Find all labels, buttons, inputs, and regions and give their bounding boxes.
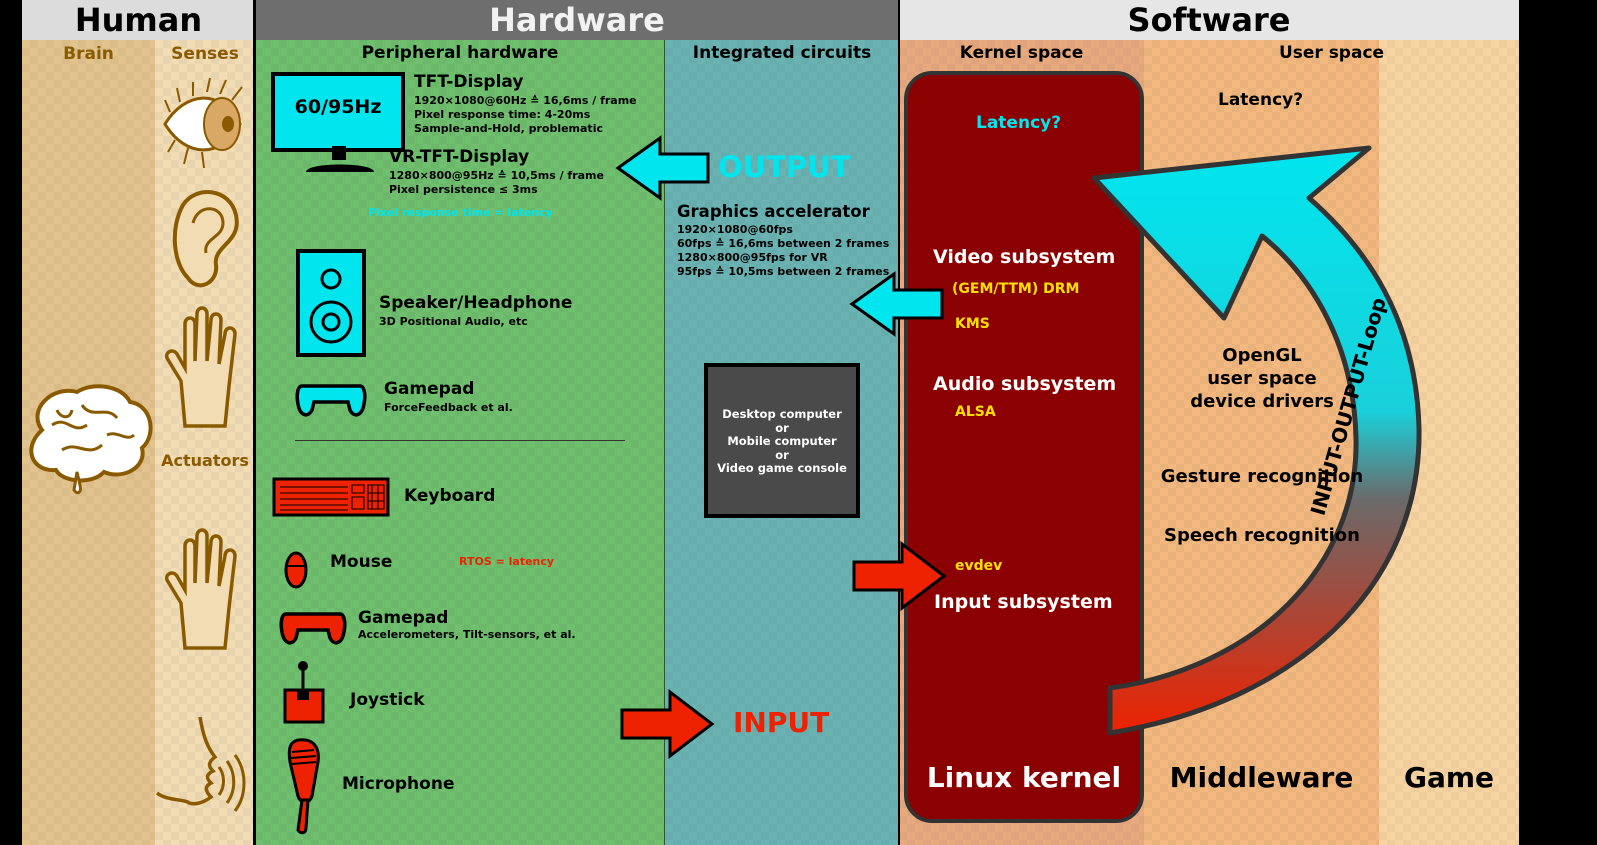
opengl-line-1: OpenGL: [1222, 345, 1302, 366]
human-hardware-divider: [253, 0, 256, 845]
vr-line-1: 1280×800@95Hz ≙ 10,5ms / frame: [389, 169, 604, 182]
speaker-desc: 3D Positional Audio, etc: [379, 315, 528, 328]
mouse-icon: [284, 551, 308, 589]
gamepad-output-icon: [295, 384, 367, 417]
computer-line-1: Desktop computer: [722, 407, 842, 421]
software-header: Software: [899, 0, 1519, 40]
computer-line-2: or: [775, 420, 789, 435]
speech-recognition-label: Speech recognition: [1164, 525, 1360, 546]
kernel-latency-label: Latency?: [976, 113, 1062, 133]
video-subsystem-label: Video subsystem: [933, 246, 1116, 268]
opengl-line-3: device drivers: [1190, 391, 1334, 412]
gpu-line-1: 1920×1080@60fps: [677, 223, 793, 236]
middleware-label: Middleware: [1169, 761, 1354, 794]
gpu-line-4: 95fps ≙ 10,5ms between 2 frames: [677, 265, 890, 278]
tft-line-3: Sample-and-Hold, problematic: [414, 122, 603, 135]
gpu-line-3: 1280×800@95fps for VR: [677, 251, 828, 264]
microphone-icon: [287, 738, 320, 835]
hand-actuator-icon: [164, 528, 237, 650]
computer-line-4: or: [775, 447, 789, 462]
mouth-voice-icon: [155, 716, 246, 812]
output-input-divider: [295, 440, 625, 441]
input-label: INPUT: [733, 706, 830, 739]
gamepad-output-desc: ForceFeedback et al.: [384, 401, 513, 414]
gesture-recognition-label: Gesture recognition: [1160, 466, 1364, 487]
speaker-title: Speaker/Headphone: [379, 293, 573, 313]
microphone-label: Microphone: [342, 774, 455, 794]
vr-line-2: Pixel persistence ≤ 3ms: [389, 183, 538, 196]
peripheral-ic-divider: [664, 40, 665, 845]
tft-display-title: TFT-Display: [414, 72, 524, 92]
graphics-accelerator-title: Graphics accelerator: [677, 202, 870, 221]
peripheral-title: Peripheral hardware: [361, 43, 559, 63]
keyboard-label: Keyboard: [404, 486, 496, 506]
gpu-line-2: 60fps ≙ 16,6ms between 2 frames: [677, 237, 890, 250]
ic-title: Integrated circuits: [692, 43, 872, 63]
human-header: Human: [22, 0, 255, 40]
computer-line-5: Video game console: [717, 461, 847, 476]
output-label: OUTPUT: [718, 150, 851, 184]
senses-title: Senses: [171, 44, 239, 64]
joystick-icon: [283, 661, 325, 724]
hand-sense-icon: [164, 306, 237, 428]
senses-column: [155, 40, 255, 845]
hardware-software-divider: [898, 0, 900, 845]
gamepad-input-title: Gamepad: [358, 608, 449, 628]
output-arrow-icon: [615, 135, 710, 201]
monitor-icon: 60/95Hz: [271, 72, 405, 152]
kms-label: KMS: [955, 316, 990, 332]
pixel-response-note: Pixel response time = latency: [368, 206, 553, 219]
alsa-label: ALSA: [955, 404, 996, 420]
mouse-label: Mouse: [330, 552, 393, 572]
audio-subsystem-label: Audio subsystem: [933, 373, 1117, 395]
rtos-note: RTOS = latency: [459, 555, 555, 568]
speaker-icon: [296, 249, 366, 357]
linux-kernel-box: [904, 71, 1144, 823]
vr-display-title: VR-TFT-Display: [389, 147, 530, 167]
kernel-space-title: Kernel space: [959, 43, 1084, 63]
gamepad-input-icon: [279, 612, 347, 645]
evdev-label: evdev: [955, 558, 1003, 574]
input-subsystem-label: Input subsystem: [934, 591, 1113, 613]
joystick-label: Joystick: [350, 690, 425, 710]
brain-title: Brain: [63, 44, 114, 64]
actuators-label: Actuators: [161, 451, 249, 470]
kernel-input-arrow-icon: [852, 540, 947, 612]
user-space-title: User space: [1278, 43, 1385, 63]
computer-line-3: Mobile computer: [727, 434, 837, 449]
linux-kernel-label: Linux kernel: [926, 761, 1122, 794]
gamepad-input-desc: Accelerometers, Tilt-sensors, et al.: [358, 628, 576, 641]
kernel-video-arrow-icon: [849, 271, 944, 337]
tft-line-2: Pixel response time: 4-20ms: [414, 108, 591, 121]
tft-line-1: 1920×1080@60Hz ≙ 16,6ms / frame: [414, 94, 637, 107]
ear-icon: [172, 190, 239, 288]
opengl-line-2: user space: [1207, 368, 1317, 389]
brain-icon: [29, 384, 153, 495]
drm-label: (GEM/TTM) DRM: [952, 281, 1080, 297]
hardware-header: Hardware: [255, 0, 899, 40]
computer-box: Desktop computer or Mobile computer or V…: [704, 363, 860, 518]
monitor-stand-icon: [306, 146, 374, 172]
user-latency-label: Latency?: [1218, 90, 1304, 110]
game-label: Game: [1403, 761, 1495, 794]
monitor-rate-label: 60/95Hz: [294, 96, 382, 118]
gamepad-output-title: Gamepad: [384, 379, 475, 399]
keyboard-icon: [272, 477, 390, 517]
input-arrow-icon: [620, 688, 715, 760]
input-output-loop-arrow: [1091, 145, 1422, 736]
eye-icon: [163, 77, 243, 169]
